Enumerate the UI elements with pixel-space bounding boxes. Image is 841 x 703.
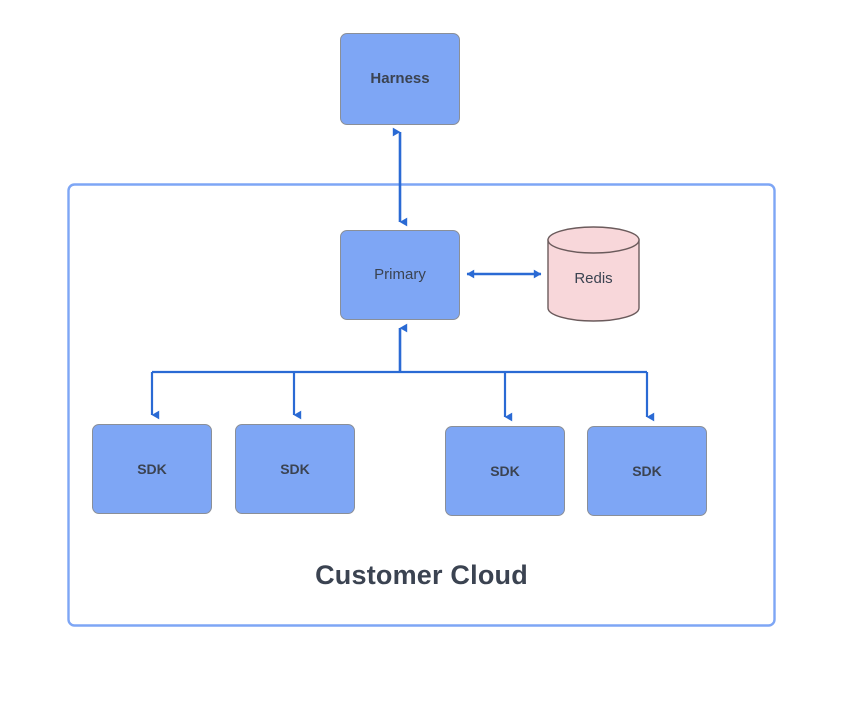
node-redis-label: Redis — [574, 270, 613, 287]
node-sdk-3[interactable]: SDK — [445, 426, 565, 516]
node-primary[interactable]: Primary — [340, 230, 460, 320]
customer-cloud-title: Customer Cloud — [315, 560, 528, 590]
redis-cylinder-icon — [547, 226, 640, 322]
node-harness-label: Harness — [370, 70, 430, 87]
node-sdk-1-label: SDK — [137, 460, 167, 477]
node-sdk-4[interactable]: SDK — [587, 426, 707, 516]
node-sdk-1[interactable]: SDK — [92, 424, 212, 514]
node-primary-label: Primary — [374, 266, 426, 283]
node-sdk-4-label: SDK — [632, 462, 662, 479]
node-redis-label-wrap: Redis — [546, 226, 641, 322]
node-harness[interactable]: Harness — [340, 33, 460, 125]
node-sdk-3-label: SDK — [490, 462, 520, 479]
node-redis[interactable]: Redis — [546, 226, 641, 322]
node-sdk-2[interactable]: SDK — [235, 424, 355, 514]
node-sdk-2-label: SDK — [280, 460, 310, 477]
